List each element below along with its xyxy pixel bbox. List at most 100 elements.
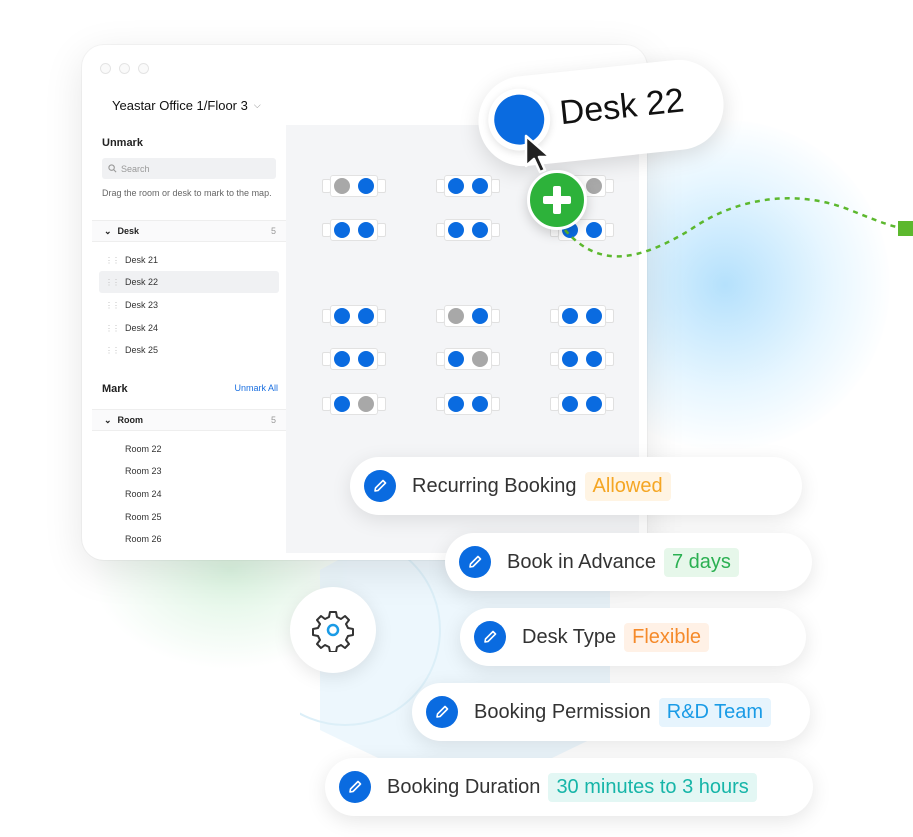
desk-name: Desk 24 (125, 323, 159, 333)
desk-list-item[interactable]: ⋮⋮ Desk 25 (99, 339, 279, 361)
floor-selector[interactable]: Yeastar Office 1/Floor 3 ⌵ (112, 98, 261, 113)
desk-pair[interactable] (322, 172, 386, 200)
pencil-icon[interactable] (459, 546, 491, 578)
desk-seat-available[interactable] (560, 394, 580, 414)
desk-pair[interactable] (436, 302, 500, 330)
desk-list-item[interactable]: ⋮⋮ Desk 23 (99, 294, 279, 316)
setting-name: Book in Advance (507, 550, 656, 573)
window-minimize-dot[interactable] (119, 63, 130, 74)
desk-name: Desk 23 (125, 300, 159, 310)
settings-gear[interactable] (290, 587, 376, 673)
desk-seat-available[interactable] (332, 349, 352, 369)
drag-handle-icon[interactable]: ⋮⋮ (105, 277, 120, 287)
room-name: Room 22 (125, 444, 162, 454)
desk-seat-available[interactable] (446, 220, 466, 240)
setting-value: 7 days (664, 547, 739, 577)
desk-seat-available[interactable] (470, 220, 490, 240)
desk-pair[interactable] (436, 390, 500, 418)
room-list-item[interactable]: Room 23 (99, 460, 279, 482)
desk-seat-available[interactable] (356, 176, 376, 196)
desk-pair[interactable] (436, 345, 500, 373)
desk-seat-unavailable[interactable] (470, 349, 490, 369)
setting-value: 30 minutes to 3 hours (548, 772, 757, 802)
desk-list-item[interactable]: ⋮⋮ Desk 24 (99, 317, 279, 339)
desk-pair[interactable] (550, 302, 614, 330)
room-list-item[interactable]: Room 24 (99, 483, 279, 505)
cursor-icon (524, 134, 552, 174)
desk-pair[interactable] (550, 345, 614, 373)
desk-seat-available[interactable] (332, 394, 352, 414)
room-name: Room 23 (125, 466, 162, 476)
search-input[interactable]: Search (102, 158, 276, 179)
desk-seat-available[interactable] (332, 306, 352, 326)
pencil-icon[interactable] (474, 621, 506, 653)
window-controls (100, 63, 149, 74)
desk-seat-unavailable[interactable] (356, 394, 376, 414)
desk-name: Desk 22 (125, 277, 159, 287)
desk-seat-unavailable[interactable] (446, 306, 466, 326)
setting-name: Recurring Booking (412, 474, 577, 497)
desk-list-item[interactable]: ⋮⋮ Desk 21 (99, 249, 279, 271)
room-list-item[interactable]: Room 22 (99, 438, 279, 460)
chair (605, 352, 614, 366)
desk-seat-available[interactable] (560, 306, 580, 326)
pencil-icon[interactable] (364, 470, 396, 502)
desk-pair[interactable] (322, 390, 386, 418)
desk-pair[interactable] (436, 216, 500, 244)
add-desk-button[interactable] (527, 170, 587, 230)
search-icon (108, 164, 117, 173)
desk-pair[interactable] (322, 345, 386, 373)
desk-pair[interactable] (322, 302, 386, 330)
desk-seat-available[interactable] (446, 349, 466, 369)
mark-title: Mark (102, 383, 128, 395)
drag-handle-icon[interactable]: ⋮⋮ (105, 323, 120, 333)
drag-handle-icon[interactable]: ⋮⋮ (105, 345, 120, 355)
unmark-title: Unmark (102, 137, 143, 149)
drag-handle-icon[interactable]: ⋮⋮ (105, 300, 120, 310)
pencil-icon[interactable] (426, 696, 458, 728)
drag-handle-icon[interactable]: ⋮⋮ (105, 255, 120, 265)
desk-tooltip-label: Desk 22 (557, 81, 686, 133)
desk-seat-unavailable[interactable] (332, 176, 352, 196)
desk-seat-available[interactable] (470, 394, 490, 414)
desk-seat-available[interactable] (356, 220, 376, 240)
desk-seat-available[interactable] (446, 394, 466, 414)
room-name: Room 26 (125, 534, 162, 544)
setting-booking-permission[interactable]: Booking Permission R&D Team (412, 683, 810, 741)
desk-seat-available[interactable] (332, 220, 352, 240)
setting-book-in-advance[interactable]: Book in Advance 7 days (445, 533, 812, 591)
window-close-dot[interactable] (100, 63, 111, 74)
room-group-count: 5 (270, 415, 276, 425)
room-list-item[interactable]: Room 26 (99, 528, 279, 550)
pencil-icon[interactable] (339, 771, 371, 803)
setting-booking-duration[interactable]: Booking Duration 30 minutes to 3 hours (325, 758, 813, 816)
room-group-header[interactable]: ⌄ Room 5 (92, 409, 286, 431)
desk-seat-available[interactable] (470, 176, 490, 196)
desk-pair[interactable] (322, 216, 386, 244)
desk-seat-available[interactable] (584, 394, 604, 414)
desk-pair[interactable] (436, 172, 500, 200)
chevron-down-icon: ⌄ (104, 225, 112, 236)
desk-seat-available[interactable] (470, 306, 490, 326)
desk-seat-available[interactable] (584, 306, 604, 326)
search-placeholder: Search (121, 163, 150, 174)
room-list-item[interactable]: Room 25 (99, 506, 279, 528)
desk-name: Desk 21 (125, 255, 159, 265)
desk-seat-unavailable[interactable] (584, 176, 604, 196)
desk-seat-available[interactable] (356, 306, 376, 326)
gear-icon (312, 611, 354, 652)
setting-recurring-booking[interactable]: Recurring Booking Allowed (350, 457, 802, 515)
desk-seat-available[interactable] (584, 220, 604, 240)
desk-seat-available[interactable] (356, 349, 376, 369)
desk-seat-available[interactable] (560, 349, 580, 369)
unmark-all-link[interactable]: Unmark All (234, 383, 278, 393)
desk-pair[interactable] (550, 390, 614, 418)
setting-value: R&D Team (658, 697, 772, 727)
setting-desk-type[interactable]: Desk Type Flexible (460, 608, 806, 666)
chair (377, 179, 386, 193)
desk-list-item[interactable]: ⋮⋮ Desk 22 (99, 271, 279, 293)
window-maximize-dot[interactable] (138, 63, 149, 74)
desk-seat-available[interactable] (446, 176, 466, 196)
desk-seat-available[interactable] (584, 349, 604, 369)
desk-group-header[interactable]: ⌄ Desk 5 (92, 220, 286, 242)
